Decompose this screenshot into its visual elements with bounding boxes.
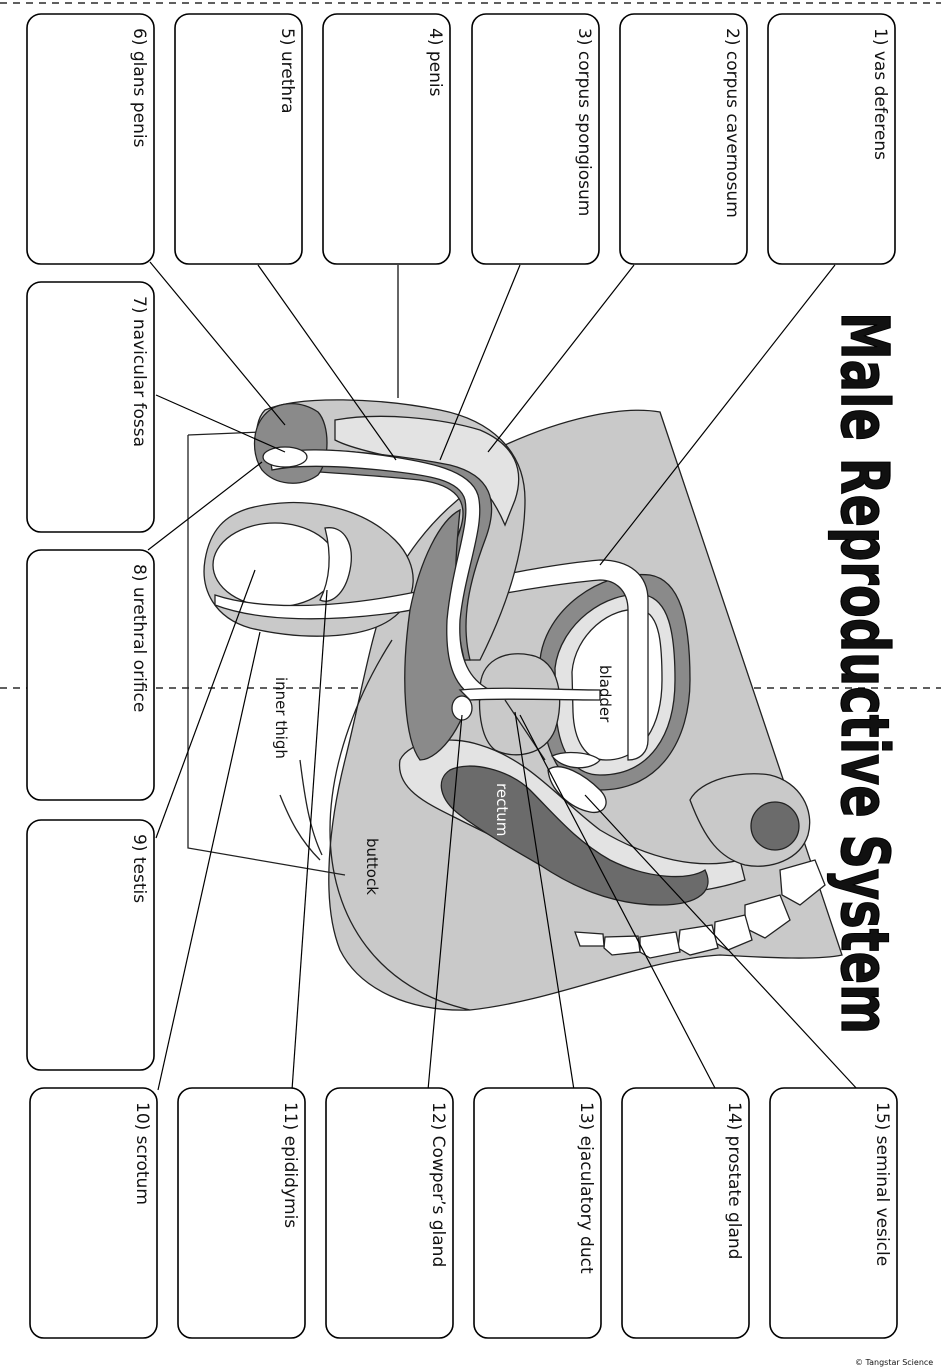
- inner-thigh-label: inner thigh: [272, 677, 290, 759]
- label-4: 4) penis: [425, 28, 445, 97]
- label-2: 2) corpus cavernosum: [722, 28, 742, 218]
- label-6: 6) glans penis: [129, 28, 149, 148]
- testis: [213, 523, 337, 607]
- label-15: 15) seminal vesicle: [872, 1102, 892, 1266]
- label-12: 12) Cowper’s gland: [428, 1102, 448, 1267]
- thigh-top: [188, 432, 262, 435]
- label-7: 7) navicular fossa: [129, 296, 149, 447]
- vertebra-7: [575, 932, 604, 946]
- navicular-fossa: [263, 447, 307, 467]
- label-1: 1) vas deferens: [870, 28, 890, 160]
- copyright: © Tangstar Science: [855, 1358, 933, 1367]
- leader-11: [292, 590, 327, 1090]
- bladder-label: bladder: [596, 665, 614, 723]
- label-14: 14) prostate gland: [724, 1102, 744, 1259]
- ejaculatory-duct-tube: [460, 688, 600, 700]
- anatomy-diagram: bladder rectum inner thigh buttock: [188, 400, 842, 1010]
- label-10: 10) scrotum: [132, 1102, 152, 1205]
- leader-10: [158, 632, 260, 1090]
- colon-section: [751, 802, 799, 850]
- leader-6: [150, 262, 285, 425]
- worksheet-title: Male Reproductive System: [826, 312, 903, 1034]
- label-13: 13) ejaculatory duct: [576, 1102, 596, 1274]
- label-9: 9) testis: [129, 834, 149, 903]
- label-11: 11) epididymis: [280, 1102, 300, 1228]
- vertebra-6: [604, 936, 640, 955]
- label-8: 8) urethral orifice: [129, 564, 149, 712]
- label-3: 3) corpus spongiosum: [574, 28, 594, 216]
- rectum-label: rectum: [493, 783, 511, 836]
- thigh-crease-1: [280, 795, 320, 860]
- leader-9: [156, 570, 255, 838]
- label-5: 5) urethra: [277, 28, 297, 114]
- buttock-label: buttock: [363, 838, 381, 895]
